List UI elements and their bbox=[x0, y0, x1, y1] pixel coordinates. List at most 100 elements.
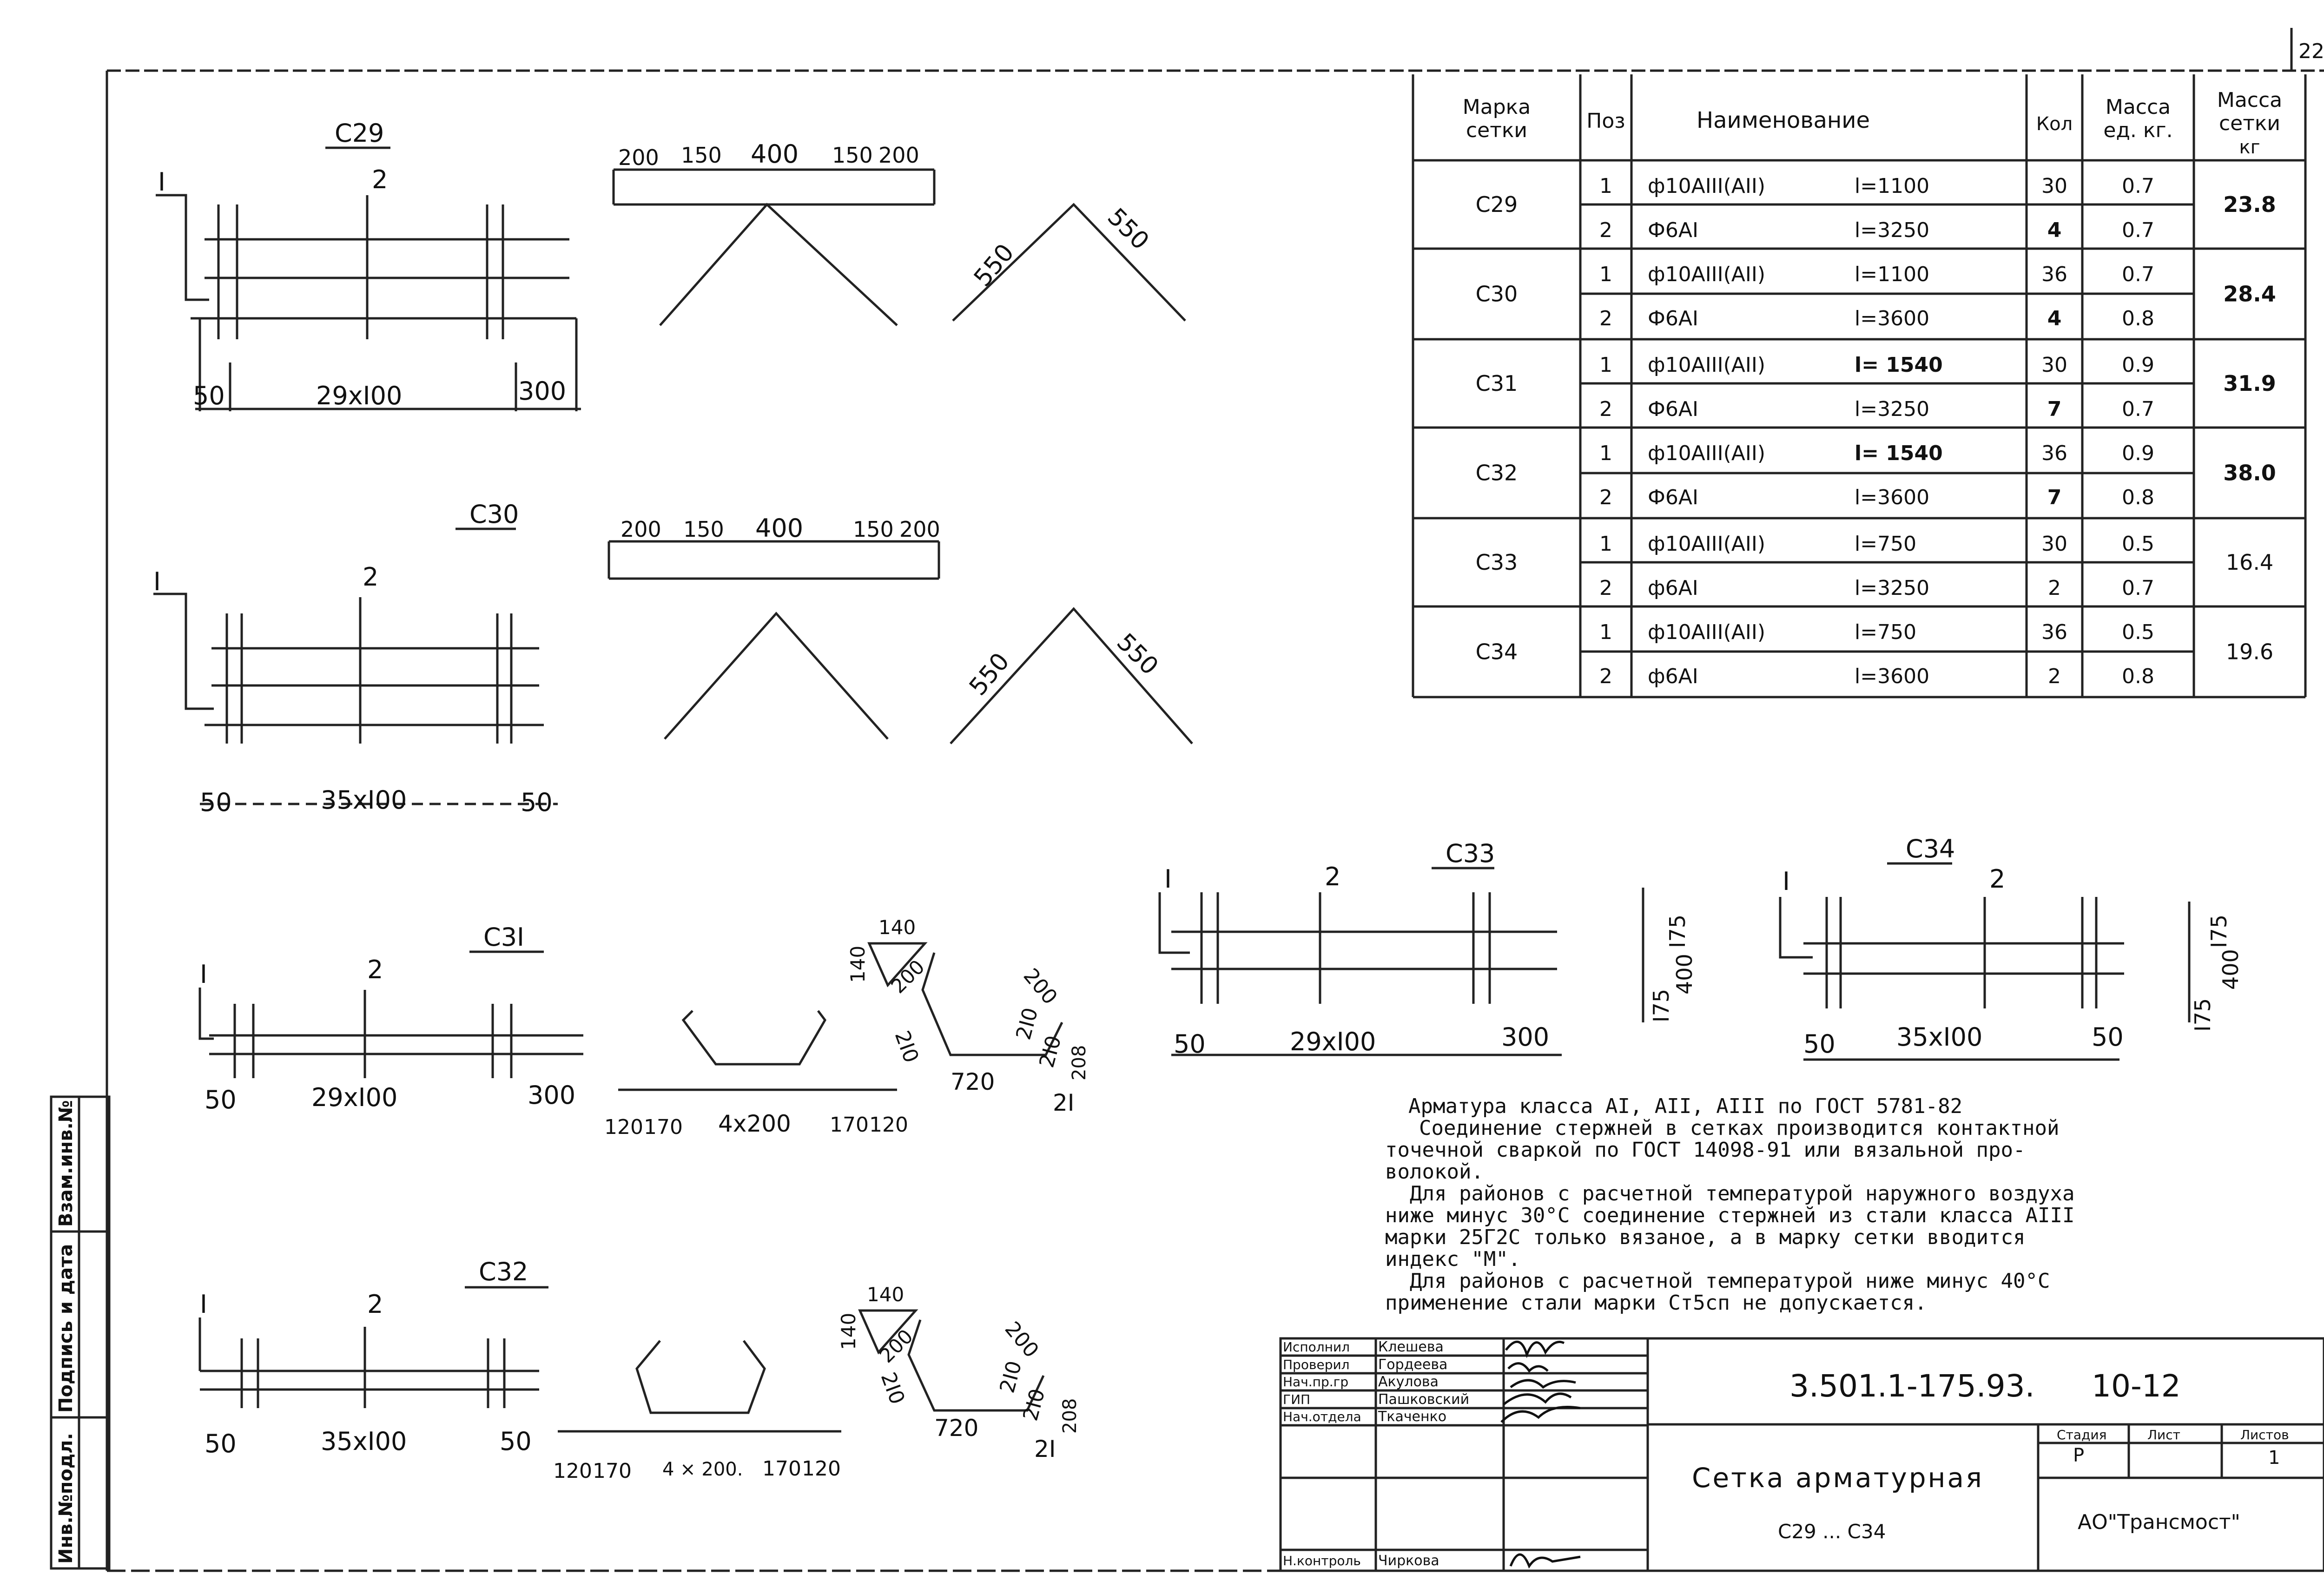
c33-dim-left: 50 bbox=[1174, 1029, 1206, 1059]
c31-bend-1: 2I0 bbox=[890, 1028, 924, 1066]
c31-bottom-dim-5: 120 bbox=[869, 1113, 908, 1137]
row-unit-mass: 0.7 bbox=[2122, 218, 2154, 242]
row-total: 31.9 bbox=[2223, 371, 2276, 396]
c31-bend-4: 200 bbox=[1019, 964, 1062, 1009]
c34-pos2: 2 bbox=[1989, 864, 2005, 894]
c31-tri-side: 140 bbox=[846, 946, 869, 983]
header-mesh-mass-3: кг bbox=[2239, 137, 2260, 158]
row-mark: C34 bbox=[1476, 639, 1518, 665]
header-mesh-mass-2: сетки bbox=[2219, 112, 2280, 135]
c30-pos1: I bbox=[153, 567, 161, 596]
c31-bend-5: 2I0 bbox=[1035, 1033, 1066, 1070]
c31-bottom-dim-2: 170 bbox=[644, 1115, 683, 1139]
c29-dim-left: 50 bbox=[193, 381, 225, 410]
row-name: ф10АIII(АII) bbox=[1648, 532, 1765, 556]
c32-pos1: I bbox=[200, 1290, 207, 1319]
row-qty: 30 bbox=[2041, 174, 2067, 198]
c30-tri-left: 550 bbox=[964, 648, 1015, 701]
page-number: 22 bbox=[2298, 40, 2324, 63]
row-mark: C31 bbox=[1476, 371, 1518, 396]
role-4: ГИП bbox=[1283, 1392, 1310, 1407]
row-name: Ф6АI bbox=[1648, 397, 1698, 421]
c31-bend-7: 2I bbox=[1053, 1089, 1075, 1116]
note-line-6: ниже минус 30°С соединение стержней из с… bbox=[1385, 1204, 2074, 1227]
note-line-8: индекс "М". bbox=[1385, 1247, 1520, 1271]
name-5: Ткаченко bbox=[1378, 1409, 1446, 1425]
c32-bottom-dim-2: 170 bbox=[593, 1459, 632, 1483]
stamp-inv-label: Инв.№подл. bbox=[55, 1433, 77, 1564]
row-name: ф10АIII(АII) bbox=[1648, 174, 1765, 198]
row-qty: 2 bbox=[2048, 576, 2061, 600]
row-name: Ф6АI bbox=[1648, 218, 1698, 242]
row-pos: 1 bbox=[1599, 263, 1612, 286]
c29-top-dim-1: 200 bbox=[618, 145, 659, 170]
name-2: Гордеева bbox=[1378, 1357, 1447, 1373]
c32-tri-side: 140 bbox=[837, 1313, 860, 1350]
row-unit-mass: 0.7 bbox=[2122, 397, 2154, 421]
c34-pos1: I bbox=[1783, 867, 1790, 896]
row-length: l= 1540 bbox=[1855, 353, 1943, 377]
stage-value: Р bbox=[2073, 1445, 2084, 1466]
row-pos: 1 bbox=[1599, 441, 1612, 465]
sheets-value: 1 bbox=[2268, 1447, 2280, 1469]
c29-top-dim-2: 150 bbox=[681, 143, 722, 168]
row-unit-mass: 0.9 bbox=[2122, 353, 2154, 377]
row-qty: 7 bbox=[2047, 486, 2062, 509]
side-stamp: Инв.№подл. Подпись и дата Взам.инв.№ bbox=[55, 1100, 77, 1564]
c31-bend-2: 720 bbox=[951, 1068, 995, 1095]
drawing-c33 bbox=[1158, 867, 1644, 1056]
row-name: ф10АIII(АII) bbox=[1648, 441, 1765, 465]
spec-table: Марка сетки Поз Наименование Кол Масса е… bbox=[1412, 74, 2307, 698]
row-qty: 7 bbox=[2047, 397, 2062, 421]
c30-top-dim-3: 400 bbox=[755, 514, 803, 543]
row-qty: 4 bbox=[2047, 307, 2062, 330]
c32-bend-2: 720 bbox=[934, 1415, 978, 1442]
organization: АО"Трансмост" bbox=[2078, 1510, 2240, 1534]
drawing-c30-labels: C30 I 2 50 35xI00 50 200 150 400 150 200… bbox=[153, 500, 1163, 817]
c29-pos1: I bbox=[158, 167, 165, 197]
row-name: ф6АI bbox=[1648, 576, 1698, 600]
row-mark: C33 bbox=[1476, 550, 1518, 575]
c30-dim-mid: 35xI00 bbox=[321, 785, 407, 815]
row-mark: C32 bbox=[1476, 461, 1518, 486]
c34-side-3: 400 bbox=[2218, 949, 2243, 990]
c31-pos1: I bbox=[200, 960, 207, 989]
c30-top-dim-5: 200 bbox=[899, 517, 940, 542]
row-pos: 1 bbox=[1599, 353, 1612, 377]
row-qty: 30 bbox=[2041, 532, 2067, 556]
row-unit-mass: 0.8 bbox=[2122, 665, 2154, 688]
row-length: l=750 bbox=[1855, 620, 1916, 644]
row-pos: 2 bbox=[1599, 576, 1612, 600]
c30-top-dim-1: 200 bbox=[621, 517, 661, 542]
c32-pos2: 2 bbox=[367, 1290, 383, 1319]
header-qty: Кол bbox=[2036, 113, 2073, 135]
row-length: l=750 bbox=[1855, 532, 1916, 556]
c29-top-dim-4: 150 bbox=[832, 143, 873, 168]
role-5: Нач.отдела bbox=[1283, 1409, 1361, 1424]
role-8: Н.контроль bbox=[1283, 1553, 1361, 1568]
row-total: 19.6 bbox=[2226, 639, 2273, 665]
c29-title: C29 bbox=[335, 119, 384, 148]
stamp-replace-label: Взам.инв.№ bbox=[55, 1100, 77, 1227]
row-pos: 1 bbox=[1599, 620, 1612, 644]
c32-bend-6: 208 bbox=[1059, 1398, 1081, 1434]
row-mark: C29 bbox=[1476, 192, 1518, 217]
header-unit-mass-1: Масса bbox=[2106, 95, 2171, 119]
c34-title: C34 bbox=[1906, 834, 1955, 863]
c32-title: C32 bbox=[479, 1257, 528, 1286]
drawing-c29 bbox=[156, 146, 1186, 411]
c30-top-dim-2: 150 bbox=[683, 517, 724, 542]
c29-tri-right: 550 bbox=[1102, 203, 1155, 256]
row-total: 23.8 bbox=[2223, 192, 2276, 217]
c33-side-1: I75 bbox=[1665, 915, 1690, 948]
c30-dim-left: 50 bbox=[200, 788, 232, 817]
name-4: Пашковский bbox=[1378, 1391, 1469, 1408]
header-name: Наименование bbox=[1697, 107, 1870, 133]
c29-pos2: 2 bbox=[372, 165, 388, 194]
row-unit-mass: 0.9 bbox=[2122, 441, 2154, 465]
c31-tri-top: 140 bbox=[878, 916, 916, 939]
header-mesh-mass-1: Масса bbox=[2217, 88, 2282, 112]
row-total: 38.0 bbox=[2223, 461, 2276, 486]
